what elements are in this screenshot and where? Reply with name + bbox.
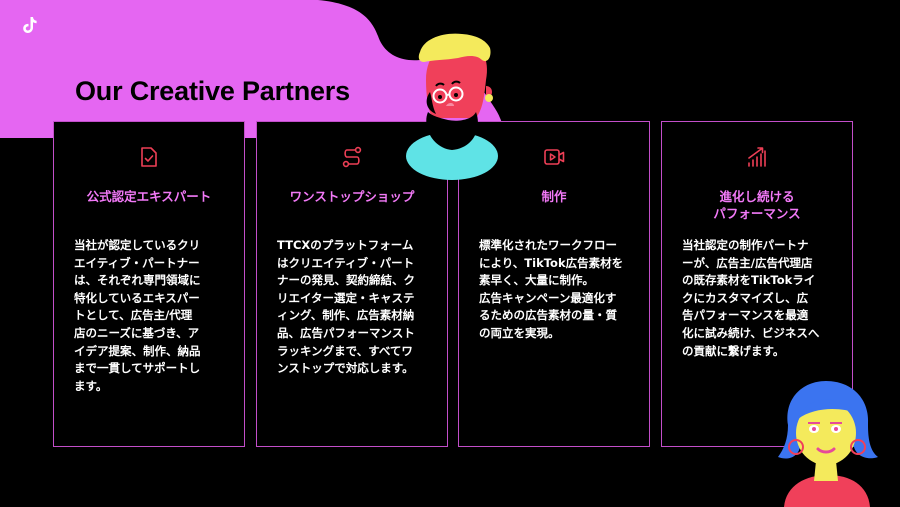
video-camera-icon	[544, 149, 565, 165]
blue-hair-woman-illustration	[778, 381, 878, 507]
card-production: 制作 標準化されたワークフロー により、TikTok広告素材を 素早く、大量に制…	[458, 121, 650, 447]
growth-chart-icon	[748, 147, 766, 167]
card-evolving-performance: 進化し続ける パフォーマンス 当社認定の制作パートナ ーが、広告主/広告代理店 …	[661, 121, 853, 447]
card-heading: ワンストップショップ	[289, 189, 415, 204]
card-body: 当社認定の制作パートナ ーが、広告主/広告代理店 の既存素材をTikTokライ …	[682, 238, 820, 358]
card-official-expert: 公式認定エキスパート 当社が認定しているクリ エイティブ・パートナー は、それぞ…	[53, 121, 245, 447]
card-body: TTCXのプラットフォーム はクリエイティブ・パート ナーの発見、契約締結、ク …	[277, 238, 415, 376]
card-heading: 公式認定エキスパート	[86, 189, 212, 204]
check-document-icon	[141, 147, 157, 167]
card-heading: 進化し続ける パフォーマンス	[713, 189, 801, 221]
tiktok-logo-icon[interactable]	[22, 16, 38, 34]
card-heading: 制作	[541, 189, 567, 204]
card-one-stop-shop: ワンストップショップ TTCXのプラットフォーム はクリエイティブ・パート ナー…	[256, 121, 448, 447]
bearded-man-illustration	[406, 33, 498, 180]
card-body: 当社が認定しているクリ エイティブ・パートナー は、それぞれ専門領域に 特化して…	[74, 238, 201, 393]
route-icon	[342, 146, 362, 168]
page-title: Our Creative Partners	[75, 76, 350, 106]
card-body: 標準化されたワークフロー により、TikTok広告素材を 素早く、大量に制作。 …	[479, 238, 624, 340]
